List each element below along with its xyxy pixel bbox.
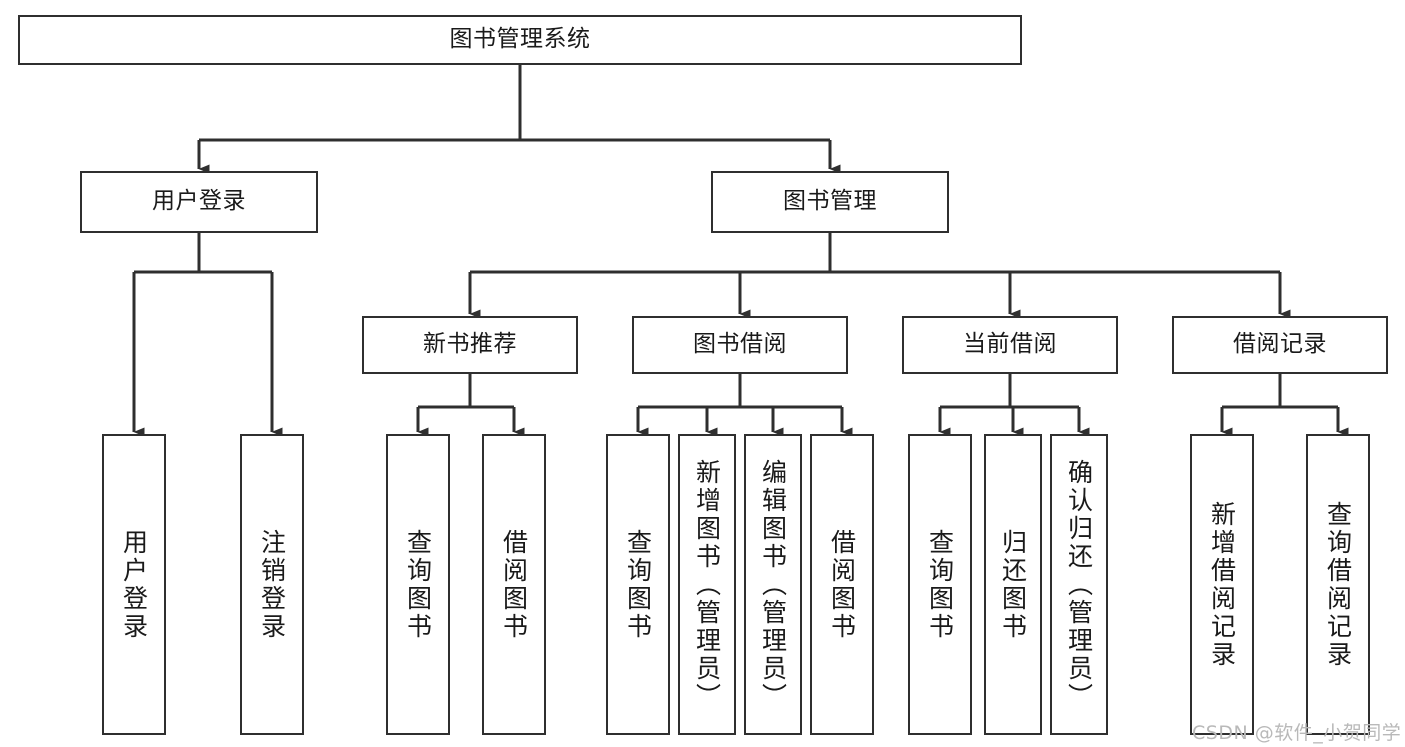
leaf-node-leaf-add-record[interactable]: 新增借阅记录 [1190,434,1254,735]
leaf-node-leaf-edit-book[interactable]: 编辑图书（管理员） [744,434,802,735]
leaf-node-leaf-query-book-3-label: 查询图书 [925,528,955,641]
leaf-node-leaf-edit-book-label: 编辑图书（管理员） [758,458,788,711]
level3-node-new-book-recommend-label: 新书推荐 [423,331,517,358]
leaf-node-leaf-query-book-3[interactable]: 查询图书 [908,434,972,735]
leaf-node-leaf-user-logout[interactable]: 注销登录 [240,434,304,735]
leaf-node-leaf-borrow-book-2[interactable]: 借阅图书 [810,434,874,735]
leaf-node-leaf-user-login[interactable]: 用户登录 [102,434,166,735]
leaf-node-leaf-add-record-label: 新增借阅记录 [1207,500,1237,669]
leaf-node-leaf-query-book-1[interactable]: 查询图书 [386,434,450,735]
leaf-node-leaf-borrow-book-1[interactable]: 借阅图书 [482,434,546,735]
level3-node-new-book-recommend[interactable]: 新书推荐 [362,316,578,374]
level3-node-borrow-record[interactable]: 借阅记录 [1172,316,1388,374]
leaf-node-leaf-user-login-label: 用户登录 [119,528,149,641]
leaf-node-leaf-user-logout-label: 注销登录 [257,528,287,641]
level3-node-borrow-record-label: 借阅记录 [1233,331,1327,358]
level2-node-user-login-label: 用户登录 [152,188,246,215]
leaf-node-leaf-query-record-label: 查询借阅记录 [1323,500,1353,669]
leaf-node-leaf-add-book-label: 新增图书（管理员） [692,458,722,711]
level2-node-book-manage-label: 图书管理 [783,188,877,215]
leaf-node-leaf-borrow-book-2-label: 借阅图书 [827,528,857,641]
level2-node-book-manage[interactable]: 图书管理 [711,171,949,233]
leaf-node-leaf-add-book[interactable]: 新增图书（管理员） [678,434,736,735]
level2-node-user-login[interactable]: 用户登录 [80,171,318,233]
level3-node-current-borrow-label: 当前借阅 [963,331,1057,358]
leaf-node-leaf-query-record[interactable]: 查询借阅记录 [1306,434,1370,735]
leaf-node-leaf-borrow-book-1-label: 借阅图书 [499,528,529,641]
leaf-node-leaf-query-book-1-label: 查询图书 [403,528,433,641]
leaf-node-leaf-confirm-return[interactable]: 确认归还（管理员） [1050,434,1108,735]
leaf-node-leaf-query-book-2[interactable]: 查询图书 [606,434,670,735]
root-node-label: 图书管理系统 [449,26,591,53]
level3-node-current-borrow[interactable]: 当前借阅 [902,316,1118,374]
level3-node-book-borrow[interactable]: 图书借阅 [632,316,848,374]
leaf-node-leaf-query-book-2-label: 查询图书 [623,528,653,641]
leaf-node-leaf-confirm-return-label: 确认归还（管理员） [1064,458,1094,711]
root-node[interactable]: 图书管理系统 [18,15,1022,65]
level3-node-book-borrow-label: 图书借阅 [693,331,787,358]
watermark-label: CSDN @软件_小贺同学 [1192,722,1402,744]
leaf-node-leaf-return-book[interactable]: 归还图书 [984,434,1042,735]
leaf-node-leaf-return-book-label: 归还图书 [998,528,1028,641]
